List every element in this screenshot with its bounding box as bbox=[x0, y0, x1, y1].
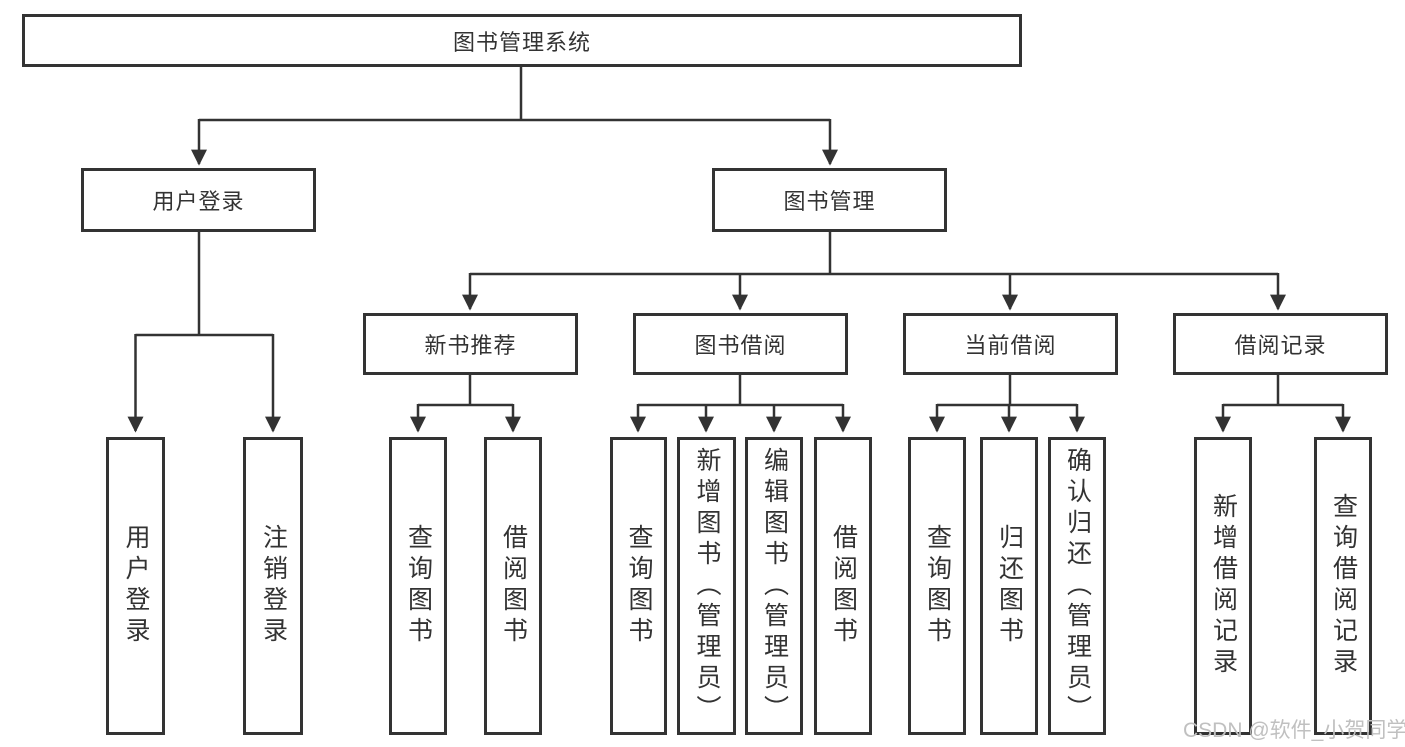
node-current-borrow: 当前借阅 bbox=[903, 313, 1118, 375]
leaf-borrow-books-recommend: 借阅图书 bbox=[484, 437, 542, 735]
leaf-query-books-recommend: 查询图书 bbox=[389, 437, 447, 735]
leaf-borrow-books-borrow: 借阅图书 bbox=[814, 437, 872, 735]
watermark-text: CSDN @软件_小贺同学 bbox=[1183, 719, 1405, 742]
leaf-edit-book-admin: 编辑图书（管理员） bbox=[745, 437, 803, 735]
node-book-borrow: 图书借阅 bbox=[633, 313, 848, 375]
node-user-login: 用户登录 bbox=[81, 168, 316, 232]
leaf-add-book-admin: 新增图书（管理员） bbox=[677, 437, 736, 735]
node-borrow-records: 借阅记录 bbox=[1173, 313, 1388, 375]
node-book-management: 图书管理 bbox=[712, 168, 947, 232]
node-new-book-recommend: 新书推荐 bbox=[363, 313, 578, 375]
leaf-query-books-borrow: 查询图书 bbox=[610, 437, 667, 735]
leaf-return-book: 归还图书 bbox=[980, 437, 1038, 735]
node-root: 图书管理系统 bbox=[22, 14, 1022, 67]
leaf-query-books-current: 查询图书 bbox=[908, 437, 966, 735]
leaf-confirm-return-admin: 确认归还（管理员） bbox=[1048, 437, 1106, 735]
leaf-query-borrow-record: 查询借阅记录 bbox=[1314, 437, 1372, 735]
leaf-add-borrow-record: 新增借阅记录 bbox=[1194, 437, 1252, 735]
leaf-logout: 注销登录 bbox=[243, 437, 303, 735]
leaf-user-login: 用户登录 bbox=[106, 437, 165, 735]
